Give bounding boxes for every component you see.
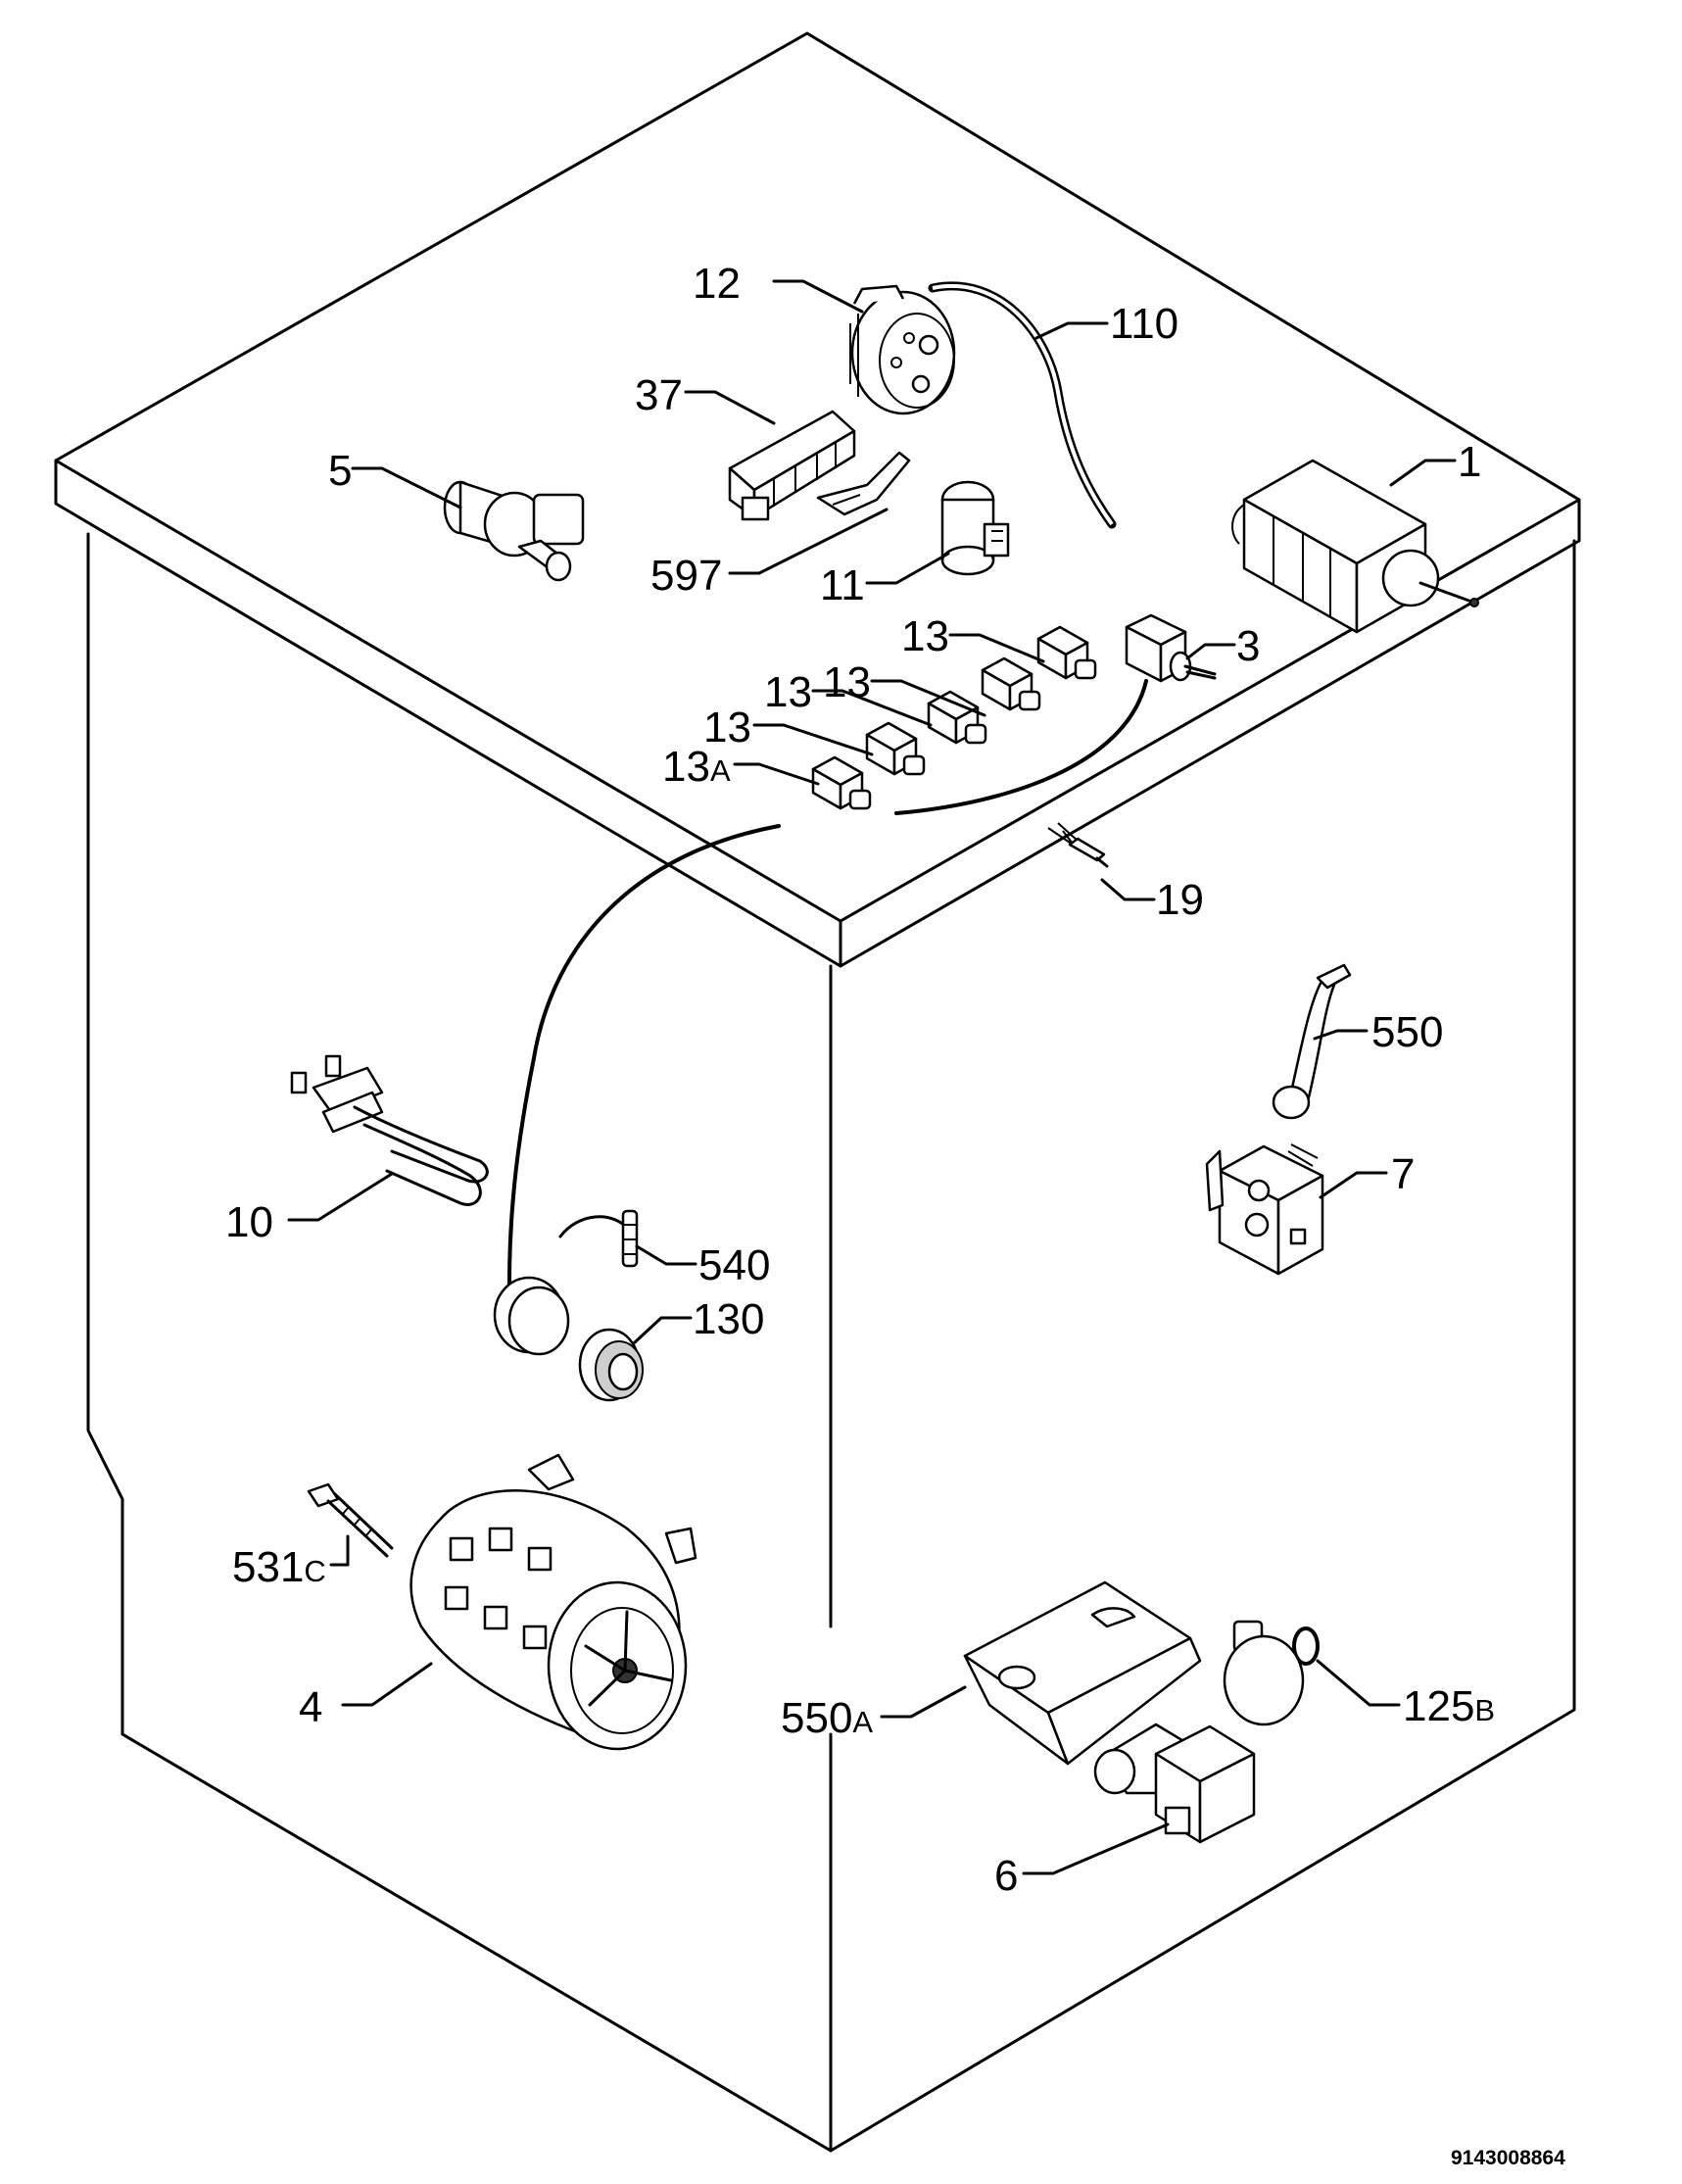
- label-part-3: 3: [1236, 622, 1260, 670]
- label-part-550a: 550A: [781, 1694, 873, 1742]
- label-part-1: 1: [1458, 438, 1481, 486]
- wire-to-switch: [894, 679, 1148, 815]
- label-part-11: 11: [820, 561, 865, 609]
- terminal-block-part-37: [728, 410, 856, 521]
- heating-element-part-10: [290, 1054, 489, 1206]
- cover-part-550a: [963, 1580, 1202, 1766]
- leader-lines: [287, 279, 1457, 1875]
- label-part-13-4: 13: [703, 704, 751, 752]
- connector-13-b: [927, 690, 987, 745]
- inlet-valve-part-5: [443, 480, 585, 582]
- door-lock-part-7: [1205, 1143, 1324, 1276]
- label-part-540: 540: [698, 1241, 770, 1289]
- connector-13-d: [1036, 625, 1097, 680]
- hose-part-110-inner: [932, 284, 1114, 526]
- label-part-12: 12: [693, 260, 741, 308]
- label-part-10: 10: [225, 1198, 273, 1246]
- switch-part-3: [1125, 613, 1217, 683]
- label-part-5: 5: [328, 447, 352, 495]
- filter-seal: [493, 1276, 570, 1356]
- label-part-13-2: 13: [823, 658, 871, 706]
- label-part-7: 7: [1391, 1150, 1415, 1198]
- connector-13a: [811, 755, 872, 810]
- connector-13-c: [981, 656, 1041, 711]
- label-part-13-1: 13: [901, 612, 949, 660]
- connector-13-a: [865, 721, 926, 776]
- lever-part-550: [1272, 963, 1352, 1120]
- ring-part-125b: [1292, 1626, 1320, 1666]
- label-part-4: 4: [299, 1683, 322, 1731]
- programme-timer-part-1: [1231, 459, 1479, 634]
- label-part-125b: 125B: [1403, 1682, 1495, 1730]
- sensor-part-19: [1047, 822, 1109, 868]
- label-part-110: 110: [1110, 300, 1178, 348]
- pressure-switch-part-12: [849, 284, 956, 415]
- label-part-13-3: 13: [764, 668, 812, 716]
- label-part-19: 19: [1156, 876, 1204, 924]
- capacitor-part-11: [940, 480, 1010, 576]
- drawing-code: 9143008864: [1451, 2147, 1565, 2169]
- label-part-37: 37: [635, 371, 683, 419]
- label-part-13a: 13A: [662, 743, 731, 791]
- label-part-597: 597: [650, 552, 722, 600]
- callout-labels: 12 110 37 5 1 597 11 3 13 13 13 13 13A 1…: [225, 260, 1495, 1900]
- label-part-550: 550: [1371, 1008, 1443, 1056]
- clip-part-597: [816, 451, 911, 516]
- label-part-531c: 531C: [232, 1543, 326, 1591]
- screw-part-531c: [307, 1482, 394, 1558]
- label-part-6: 6: [994, 1852, 1018, 1900]
- drain-pump-part-6: [1093, 1620, 1305, 1844]
- motor-part-4: [409, 1453, 697, 1751]
- cabinet-outline: [54, 31, 1581, 2153]
- wire-to-filter: [507, 824, 781, 1286]
- connector-group-part-13: [811, 625, 1097, 810]
- clamp-part-540: [558, 1209, 639, 1268]
- label-part-130: 130: [693, 1295, 764, 1343]
- bush-part-130: [578, 1328, 644, 1402]
